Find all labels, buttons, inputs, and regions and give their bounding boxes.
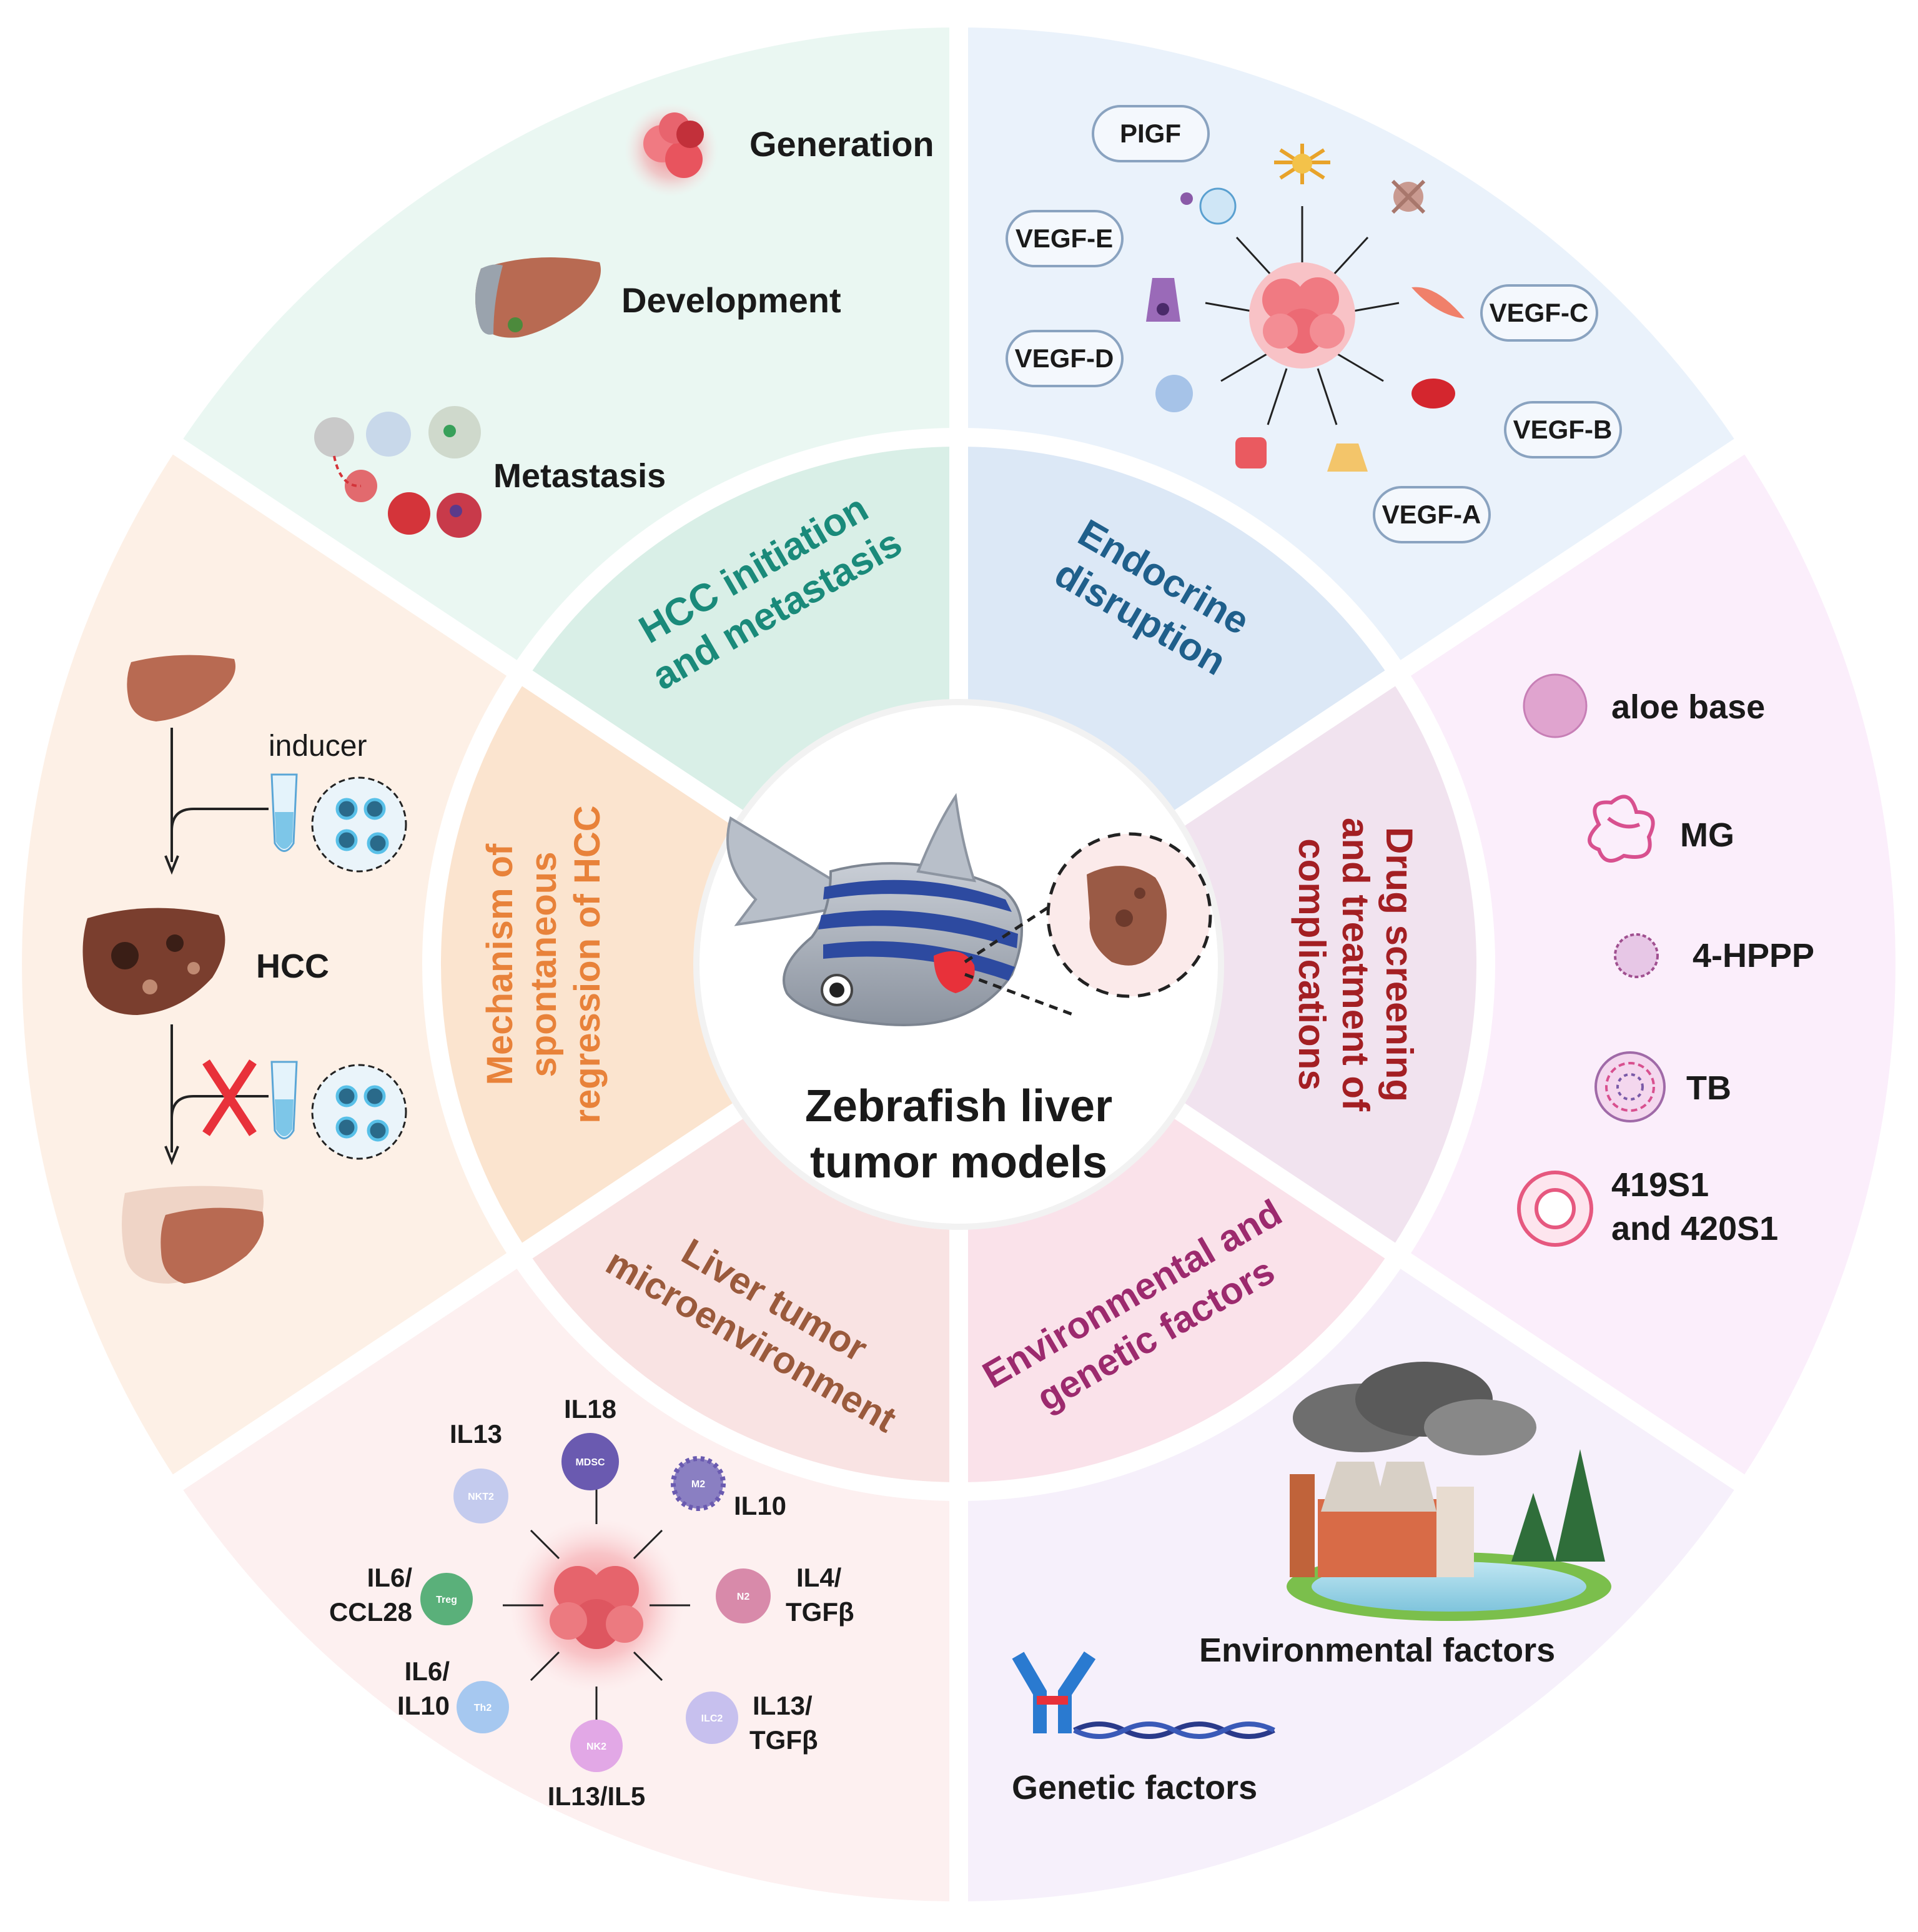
- label-4-hppp: 4-HPPP: [1693, 937, 1814, 974]
- label-419s1-line1: 419S1: [1611, 1166, 1709, 1204]
- label-hcc: HCC: [256, 948, 329, 985]
- factory-icon: [1287, 1362, 1611, 1621]
- cell-treg-icon: [420, 1573, 473, 1625]
- svg-text:IL6/: IL6/: [367, 1563, 413, 1592]
- tme-center-tumor-icon: [509, 1518, 684, 1693]
- drug-line3: complications: [1291, 838, 1333, 1090]
- center-title-line2: tumor models: [810, 1137, 1107, 1187]
- regression-arrows: [164, 728, 269, 1166]
- 419s1-icon: [1517, 1171, 1593, 1247]
- regression-line2: spontaneous: [523, 852, 564, 1077]
- pill-pigf-label: PIGF: [1120, 119, 1181, 148]
- label-mg: MG: [1680, 816, 1734, 854]
- svg-text:NKT2: NKT2: [468, 1492, 494, 1502]
- svg-text:M2: M2: [691, 1479, 705, 1490]
- cell-nkt2-icon: [453, 1469, 508, 1523]
- metastasis-cells-icon: [314, 406, 482, 538]
- cell-n2-icon: [716, 1568, 771, 1623]
- 4-hppp-icon: [1614, 933, 1659, 978]
- svg-text:IL13/IL5: IL13/IL5: [548, 1781, 645, 1811]
- label-development: Development: [621, 280, 841, 320]
- center-title-line1: Zebrafish liver: [805, 1081, 1112, 1131]
- pill-vegf-e-label: VEGF-E: [1016, 224, 1113, 253]
- fish-tumor-icon: [934, 951, 975, 993]
- label-genetic-factors: Genetic factors: [1012, 1769, 1257, 1806]
- antibody-dna-icon: [1012, 1651, 1275, 1739]
- zebrafish-icon: [726, 793, 1212, 1026]
- liver-icon-healthy: [127, 655, 235, 721]
- svg-text:TGFβ: TGFβ: [786, 1597, 854, 1627]
- center-disc-shade: [693, 699, 1224, 1230]
- cell-mdsc-icon: [561, 1433, 619, 1490]
- central-tumor-cluster-icon: [1249, 262, 1355, 369]
- label-419s1-line2: and 420S1: [1611, 1210, 1778, 1247]
- label-drug: Drug screening and treatment of complica…: [1291, 818, 1420, 1112]
- cytokine-labels: IL13 IL18 IL10 IL4/ TGFβ IL13/ TGFβ IL13…: [329, 1394, 854, 1811]
- tumor-cluster-icon: [625, 103, 718, 197]
- svg-text:IL6/: IL6/: [405, 1657, 450, 1686]
- aloe-base-icon: [1523, 673, 1588, 738]
- regression-line1: Mechanism of: [480, 843, 520, 1085]
- label-environmental-factors: Environmental factors: [1199, 1632, 1555, 1669]
- svg-text:MDSC: MDSC: [575, 1457, 605, 1468]
- svg-text:Treg: Treg: [436, 1595, 457, 1605]
- liver-icon-development: [475, 257, 601, 338]
- pill-vegf-e: [1006, 210, 1124, 267]
- svg-text:IL4/: IL4/: [796, 1563, 842, 1592]
- drug-line2: and treatment of: [1335, 818, 1377, 1112]
- surrounding-cells-icons: [1146, 144, 1465, 472]
- svg-text:TGFβ: TGFβ: [749, 1725, 818, 1755]
- pill-vegf-d: [1006, 330, 1124, 387]
- block-x-icon: [202, 1059, 257, 1136]
- label-regression: Mechanism of spontaneous regression of H…: [480, 805, 608, 1123]
- svg-text:ILC2: ILC2: [701, 1713, 723, 1724]
- drug-line1: Drug screening: [1378, 827, 1420, 1102]
- endocrine-arrows: [1205, 206, 1400, 425]
- cell-m2-icon: [671, 1456, 726, 1511]
- pill-vegf-a-label: VEGF-A: [1382, 500, 1481, 529]
- test-tube-icon-1: [270, 773, 407, 873]
- pill-vegf-c-label: VEGF-C: [1490, 298, 1589, 327]
- label-metastasis: Metastasis: [493, 457, 666, 495]
- svg-text:IL13: IL13: [450, 1419, 502, 1449]
- svg-text:IL18: IL18: [564, 1394, 616, 1424]
- svg-text:IL13/: IL13/: [753, 1691, 813, 1720]
- pill-pigf: [1092, 105, 1210, 162]
- vegf-pills: PIGF VEGF-E VEGF-D VEGF-C VEGF-B VEGF-A: [1006, 105, 1622, 543]
- pill-vegf-b: [1504, 401, 1622, 458]
- tb-icon: [1594, 1051, 1666, 1122]
- pill-vegf-c: [1480, 284, 1598, 342]
- pill-vegf-b-label: VEGF-B: [1513, 415, 1613, 444]
- tme-arrows: [503, 1484, 690, 1727]
- svg-text:N2: N2: [737, 1592, 750, 1602]
- svg-text:IL10: IL10: [734, 1491, 786, 1520]
- immune-cells: NKT2 MDSC M2 Treg N2 Th2 NK2 ILC2: [420, 1433, 771, 1772]
- cell-ilc2-icon: [686, 1692, 738, 1744]
- liver-icon-hcc: [82, 908, 225, 1015]
- pill-vegf-d-label: VEGF-D: [1015, 344, 1114, 373]
- label-inducer: inducer: [269, 730, 367, 763]
- label-tb: TB: [1686, 1069, 1731, 1107]
- pill-vegf-a: [1373, 486, 1491, 543]
- test-tube-icon-2: [270, 1061, 407, 1160]
- svg-text:IL10: IL10: [397, 1691, 450, 1720]
- regression-line3: regression of HCC: [567, 805, 608, 1123]
- svg-text:CCL28: CCL28: [329, 1597, 412, 1627]
- label-aloe-base: aloe base: [1611, 688, 1765, 726]
- mg-icon: [1588, 795, 1655, 863]
- liver-icon-regressed: [122, 1186, 264, 1284]
- svg-text:Th2: Th2: [474, 1703, 492, 1713]
- cell-th2-icon: [457, 1681, 509, 1733]
- cell-nk2-icon: [570, 1720, 623, 1772]
- svg-text:NK2: NK2: [586, 1741, 606, 1752]
- label-generation: Generation: [749, 124, 934, 164]
